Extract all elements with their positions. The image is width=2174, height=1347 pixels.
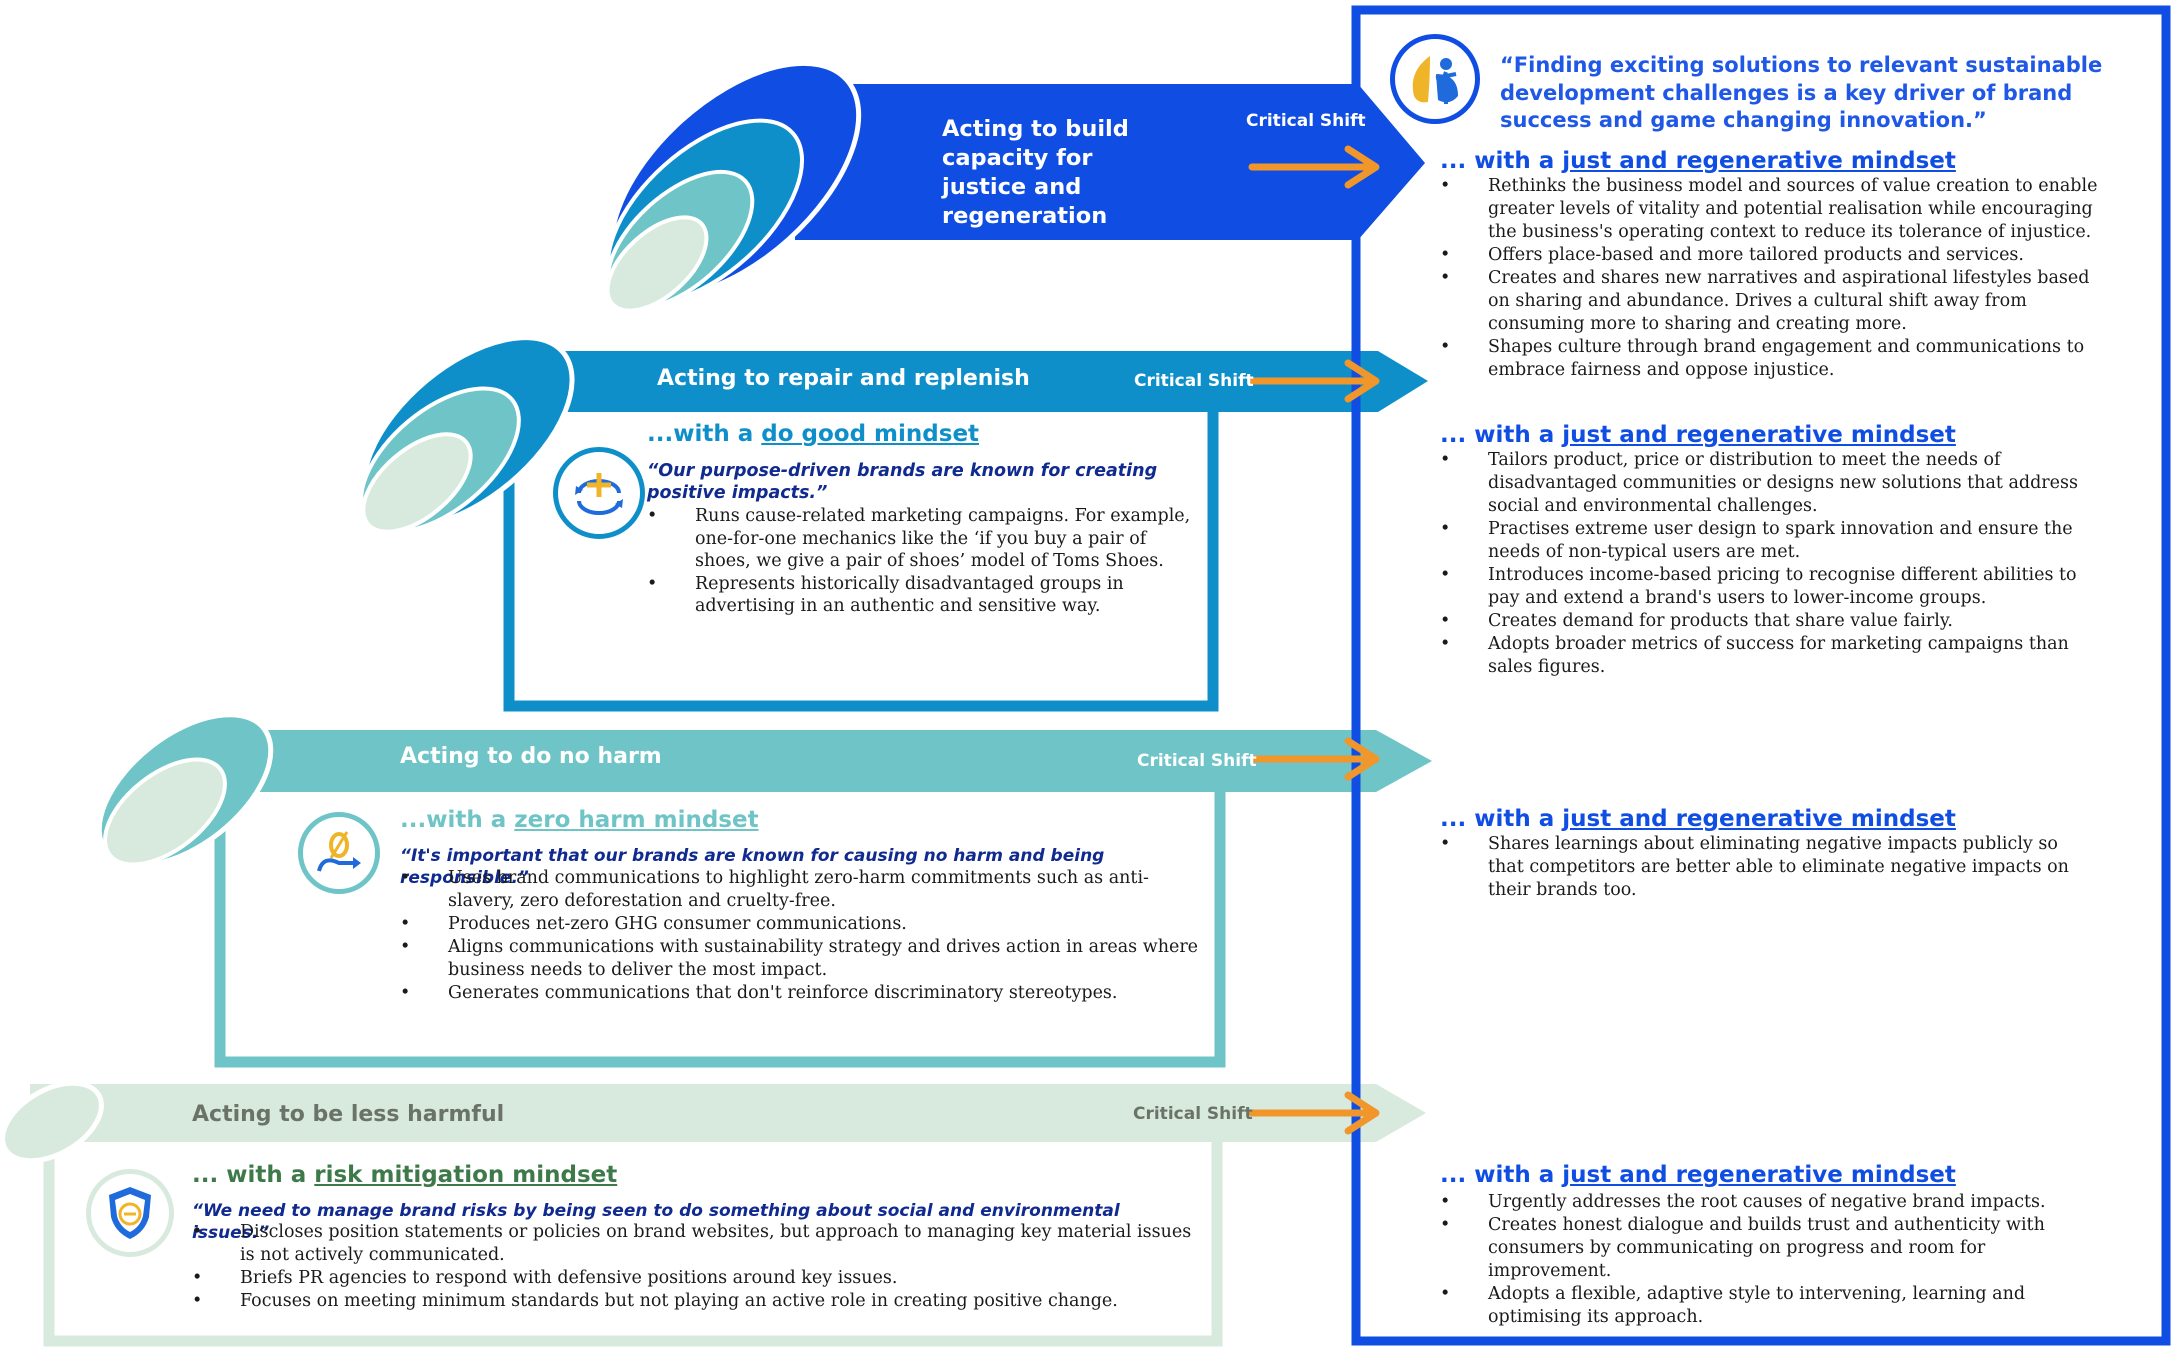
top-quote: “Finding exciting solutions to relevant … — [1500, 53, 2103, 132]
list-item: Adopts broader metrics of success for ma… — [1440, 633, 2100, 679]
critical-shift-label-2: Critical Shift — [1134, 371, 1254, 391]
zero-arrow-icon — [298, 812, 380, 894]
critical-shift-label-1: Critical Shift — [1246, 111, 1366, 131]
right-bullets-2: Tailors product, price or distribution t… — [1440, 449, 2100, 679]
target-panel — [1351, 5, 2171, 1346]
lens-do-no-harm-inner — [103, 757, 227, 867]
lens-repair-inner — [361, 432, 473, 534]
person-leaf-icon — [1390, 34, 1480, 124]
right-mindset-name[interactable]: just and regenerative mindset — [1562, 422, 1956, 448]
list-item: Shapes culture through brand engagement … — [1440, 336, 2100, 382]
right-mindset-1: ... with a just and regenerative mindset — [1440, 148, 1956, 174]
list-item: Produces net-zero GHG consumer communica… — [400, 913, 1205, 936]
right-mindset-name[interactable]: just and regenerative mindset — [1562, 806, 1956, 832]
band-less-harmful — [30, 1084, 1426, 1142]
list-item: Creates and shares new narratives and as… — [1440, 267, 2100, 336]
shield-minus-icon — [86, 1169, 174, 1257]
critical-shift-label-3: Critical Shift — [1137, 751, 1257, 771]
level-4-mindset-prefix: ... with a — [192, 1162, 315, 1188]
level-2-title: Acting to repair and replenish — [657, 366, 1030, 391]
level-3-title: Acting to do no harm — [400, 744, 662, 769]
right-mindset-prefix: ... with a — [1440, 1162, 1563, 1188]
level-3-mindset: ...with a zero harm mindset — [400, 807, 759, 833]
right-mindset-prefix: ... with a — [1440, 806, 1563, 832]
list-item: Creates demand for products that share v… — [1440, 610, 2100, 633]
lens-less-harmful — [0, 1080, 104, 1164]
right-mindset-2: ... with a just and regenerative mindset — [1440, 422, 1956, 448]
list-item: Introduces income-based pricing to recog… — [1440, 564, 2100, 610]
list-item: Tailors product, price or distribution t… — [1440, 449, 2100, 518]
level-4-mindset: ... with a risk mitigation mindset — [192, 1162, 617, 1188]
level-4-bullets: Discloses position statements or policie… — [192, 1221, 1192, 1313]
shift-arrow-1 — [1248, 145, 1380, 189]
level-4-mindset-name[interactable]: risk mitigation mindset — [314, 1162, 618, 1188]
level-2-mindset-name[interactable]: do good mindset — [761, 421, 980, 447]
plus-cycle-icon — [553, 447, 645, 539]
band-do-no-harm — [215, 730, 1432, 792]
list-item: Focuses on meeting minimum standards but… — [192, 1290, 1192, 1313]
list-item: Adopts a flexible, adaptive style to int… — [1440, 1283, 2110, 1329]
level-2-mindset-prefix: ...with a — [647, 421, 762, 447]
level-3-mindset-name[interactable]: zero harm mindset — [514, 807, 759, 833]
right-mindset-4: ... with a just and regenerative mindset — [1440, 1162, 1956, 1188]
right-bullets-3: Shares learnings about eliminating negat… — [1440, 833, 2080, 902]
level-2-mindset: ...with a do good mindset — [647, 421, 979, 447]
shift-arrow-3 — [1251, 737, 1380, 781]
list-item: Rethinks the business model and sources … — [1440, 175, 2100, 244]
level-2-quote: “Our purpose-driven brands are known for… — [647, 461, 1158, 503]
critical-shift-label-4: Critical Shift — [1133, 1104, 1253, 1124]
list-item: Urgently addresses the root causes of ne… — [1440, 1191, 2110, 1214]
list-item: Briefs PR agencies to respond with defen… — [192, 1267, 1192, 1290]
shift-arrow-4 — [1248, 1091, 1380, 1135]
list-item: Runs cause-related marketing campaigns. … — [647, 505, 1207, 573]
right-bullets-4: Urgently addresses the root causes of ne… — [1440, 1191, 2110, 1329]
level-1-title: Acting to build capacity for justice and… — [942, 116, 1129, 229]
list-item: Discloses position statements or policie… — [192, 1221, 1192, 1267]
level-3-mindset-prefix: ...with a — [400, 807, 515, 833]
level-3-bullets: Uses brand communications to highlight z… — [400, 867, 1205, 1005]
shift-arrow-2 — [1248, 359, 1380, 403]
right-mindset-prefix: ... with a — [1440, 148, 1563, 174]
list-item: Offers place-based and more tailored pro… — [1440, 244, 2100, 267]
right-mindset-name[interactable]: just and regenerative mindset — [1562, 1162, 1956, 1188]
band-build-capacity — [795, 84, 1425, 240]
list-item: Aligns communications with sustainabilit… — [400, 936, 1205, 982]
level-2-bullets: Runs cause-related marketing campaigns. … — [647, 505, 1207, 618]
list-item: Generates communications that don't rein… — [400, 982, 1205, 1005]
list-item: Uses brand communications to highlight z… — [400, 867, 1205, 913]
band-repair — [545, 351, 1428, 412]
level-4-title: Acting to be less harmful — [192, 1102, 505, 1127]
list-item: Represents historically disadvantaged gr… — [647, 573, 1207, 618]
lens-build-4 — [605, 215, 709, 313]
list-item: Creates honest dialogue and builds trust… — [1440, 1214, 2110, 1283]
right-mindset-3: ... with a just and regenerative mindset — [1440, 806, 1956, 832]
right-mindset-prefix: ... with a — [1440, 422, 1563, 448]
list-item: Shares learnings about eliminating negat… — [1440, 833, 2080, 902]
list-item: Practises extreme user design to spark i… — [1440, 518, 2100, 564]
right-mindset-name[interactable]: just and regenerative mindset — [1562, 148, 1956, 174]
right-bullets-1: Rethinks the business model and sources … — [1440, 175, 2100, 382]
